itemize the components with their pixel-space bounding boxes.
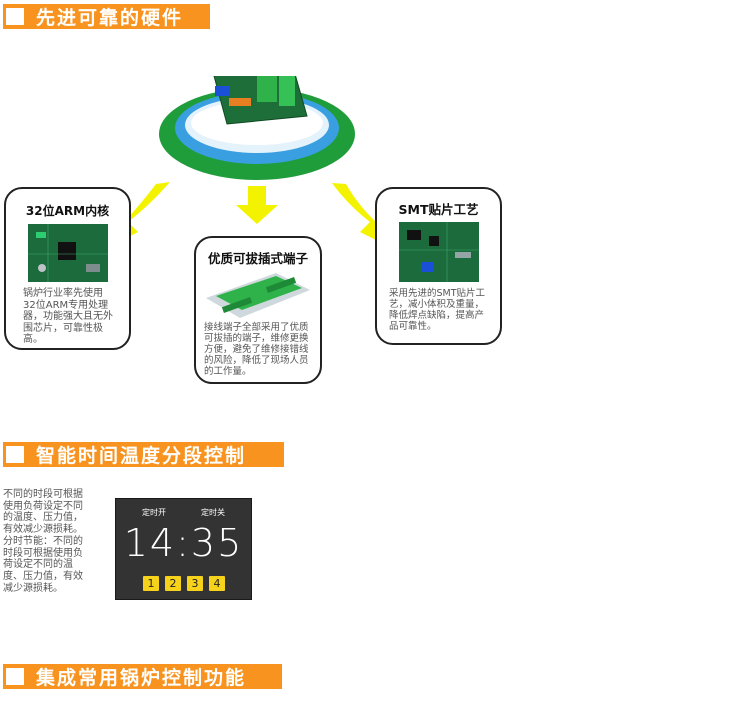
section-banner-hardware: 先进可靠的硬件: [3, 4, 210, 29]
feature-card-smt: SMT贴片工艺 采用先进的SMT贴片工艺，减小体积及重量，降低焊点缺陷，提高产品…: [375, 187, 502, 345]
key-4-button[interactable]: 4: [209, 576, 225, 591]
card-title: 32位ARM内核: [25, 204, 110, 218]
down-arrow-icon: [236, 186, 278, 224]
key-2-button[interactable]: 2: [165, 576, 181, 591]
section-title: 集成常用锅炉控制功能: [36, 667, 247, 689]
feature-card-arm: 32位ARM内核 锅炉行业率先使用32位ARM专用处理器，功能强大且无外围芯片，…: [4, 187, 131, 350]
terminal-board-image: [206, 273, 310, 318]
key-1-button[interactable]: 1: [143, 576, 159, 591]
card-title: SMT贴片工艺: [398, 202, 479, 217]
time-control-description: 不同的时段可根据使用负荷设定不同的温度、压力值，有效减少源损耗。分时节能：不同的…: [3, 489, 83, 594]
timer-on-label: 定时开: [142, 508, 166, 517]
timer-off-label: 定时关: [201, 508, 225, 517]
section-banner-time-control: 智能时间温度分段控制: [3, 442, 284, 467]
card-description: 接线端子全部采用了优质可拔插的端子，维修更换方便，避免了维修接错线的风险，降低了…: [204, 322, 309, 377]
arm-board-image: [28, 224, 108, 282]
card-description: 采用先进的SMT贴片工艺，减小体积及重量，降低焊点缺陷，提高产品可靠性。: [389, 288, 486, 332]
banner-square-icon: [6, 446, 24, 463]
banner-square-icon: [6, 668, 24, 685]
card-title: 优质可拔插式端子: [207, 251, 308, 266]
card-description: 锅炉行业率先使用32位ARM专用处理器，功能强大且无外围芯片，可靠性极高。: [23, 288, 113, 345]
banner-square-icon: [6, 8, 24, 25]
key-3-button[interactable]: 3: [187, 576, 203, 591]
feature-card-terminal: 优质可拔插式端子 接线端子全部采用了优质可拔插的端子，维修更换方便，避免了维修接…: [194, 236, 322, 384]
timer-keypad: 1 2 3 4: [143, 576, 225, 591]
section-banner-integrated: 集成常用锅炉控制功能: [3, 664, 282, 689]
section-title: 先进可靠的硬件: [36, 7, 184, 29]
section-title: 智能时间温度分段控制: [36, 445, 247, 467]
clock-readout: 14:35: [123, 521, 244, 565]
pcb-platform-image: [159, 76, 355, 180]
timer-display-panel: 定时开 定时关 14:35 1 2 3 4: [115, 498, 252, 600]
smt-board-image: [399, 222, 479, 282]
